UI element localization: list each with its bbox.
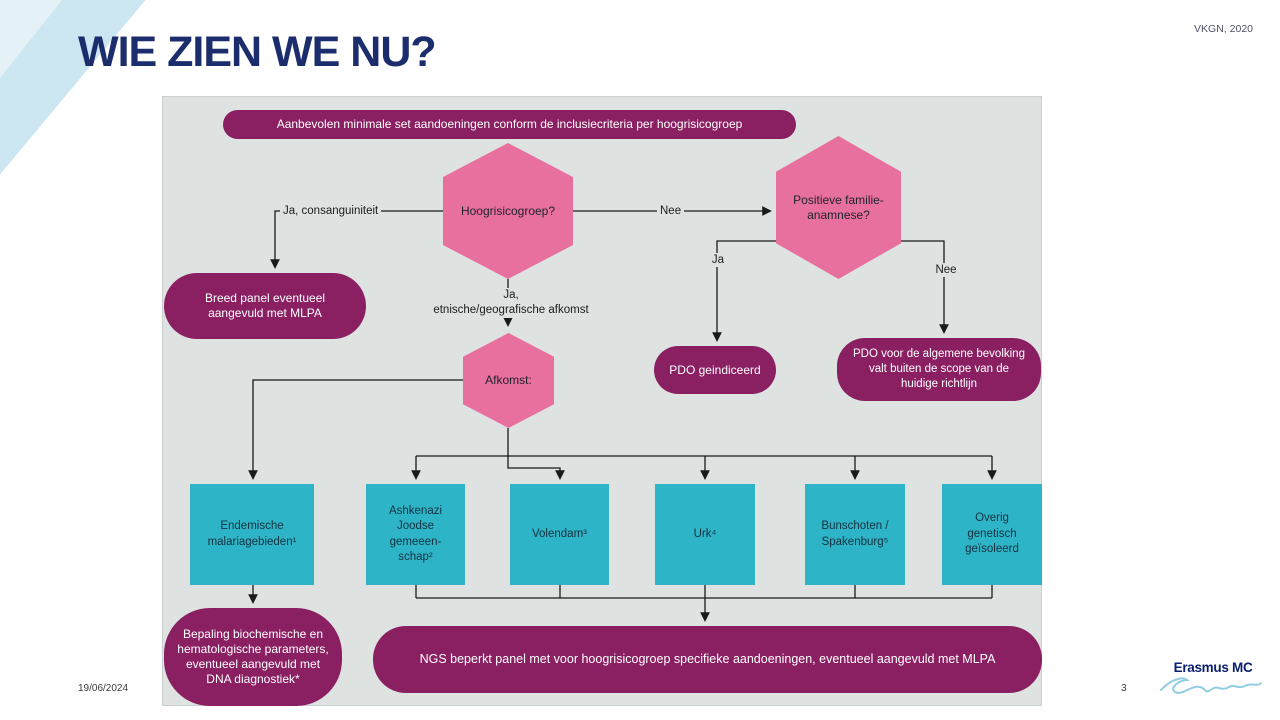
group-endemische-malariagebieden: Endemische malariagebieden¹	[190, 484, 314, 585]
slide-title: WIE ZIEN WE NU?	[78, 28, 437, 76]
banner-aanbevolen-set: Aanbevolen minimale set aandoeningen con…	[223, 110, 796, 139]
box-ngs-beperkt-panel: NGS beperkt panel met voor hoogrisicogro…	[373, 626, 1042, 693]
group-overig-genetisch-geisoleerd: Overig genetisch geïsoleerd	[942, 484, 1042, 585]
erasmus-signature-icon	[1160, 677, 1262, 694]
slide-page-number: 3	[1121, 683, 1127, 694]
erasmus-mc-wordmark: Erasmus MC	[1173, 660, 1253, 675]
source-reference: VKGN, 2020	[1194, 23, 1253, 35]
box-bepaling-parameters: Bepaling biochemische en hematologische …	[164, 608, 342, 706]
slide-date: 19/06/2024	[78, 683, 129, 694]
edge-label-nee-right: Nee	[930, 263, 962, 277]
edge-label-ja-etnisch: Ja, etnische/geografische afkomst	[408, 288, 614, 318]
box-pdo-algemene-bevolking: PDO voor de algemene bevolking valt buit…	[837, 338, 1041, 401]
edge-label-ja-left: Ja	[706, 253, 730, 267]
decision-afkomst: Afkomst:	[463, 333, 554, 428]
group-ashkenazi-joodse-gemeenschap: Ashkenazi Joodse gemeeen- schap²	[366, 484, 465, 585]
group-bunschoten-spakenburg: Bunschoten / Spakenburg⁵	[805, 484, 905, 585]
box-pdo-geindiceerd: PDO geindiceerd	[654, 346, 776, 394]
group-urk: Urk⁴	[655, 484, 755, 585]
erasmus-mc-logo: Erasmus MC	[1158, 660, 1268, 703]
group-volendam: Volendam³	[510, 484, 609, 585]
box-breed-panel: Breed panel eventueel aangevuld met MLPA	[164, 273, 366, 339]
edge-label-nee-top: Nee	[657, 204, 685, 218]
flowchart-panel: Aanbevolen minimale set aandoeningen con…	[162, 96, 1042, 706]
edge-label-ja-consanguiniteit: Ja, consanguiniteit	[280, 204, 382, 218]
